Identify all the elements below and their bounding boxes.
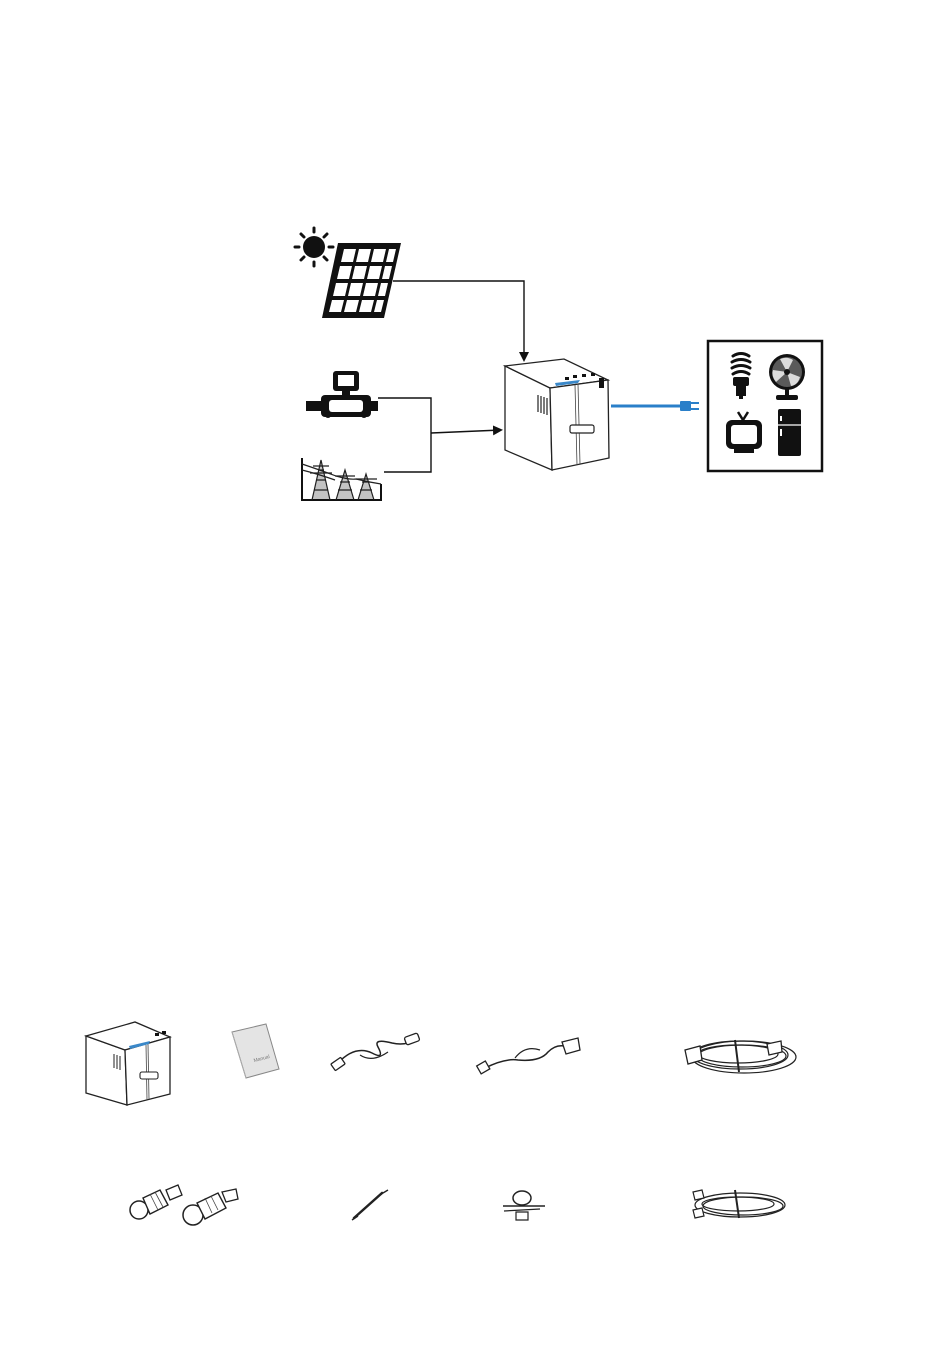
ac-power-cord-icon bbox=[685, 1040, 796, 1073]
generator-grid-bracket-line bbox=[378, 398, 431, 472]
power-tower-icon bbox=[302, 458, 381, 500]
refrigerator-icon bbox=[778, 409, 801, 456]
ac-output-line bbox=[611, 401, 699, 411]
solar-to-inverter-line bbox=[393, 281, 524, 360]
bracket-to-inverter-line bbox=[431, 430, 501, 433]
user-manual-icon: Manual bbox=[232, 1024, 279, 1078]
network-cable-icon bbox=[693, 1190, 785, 1218]
connection-diagram bbox=[295, 228, 822, 500]
pv-connector-pair-icon bbox=[130, 1185, 238, 1225]
ring-terminal-icon bbox=[503, 1191, 545, 1220]
usb-cable-icon bbox=[331, 1033, 420, 1071]
home-appliances-box bbox=[708, 341, 822, 471]
solar-panel-icon bbox=[322, 243, 401, 318]
generator-icon bbox=[306, 371, 378, 418]
inverter-icon bbox=[505, 359, 609, 470]
inverter-unit-icon bbox=[86, 1022, 170, 1105]
sun-icon bbox=[295, 228, 333, 266]
cable-tie-icon bbox=[352, 1190, 388, 1220]
rs232-cable-icon bbox=[477, 1038, 580, 1074]
package-contents: Manual bbox=[86, 1022, 796, 1225]
